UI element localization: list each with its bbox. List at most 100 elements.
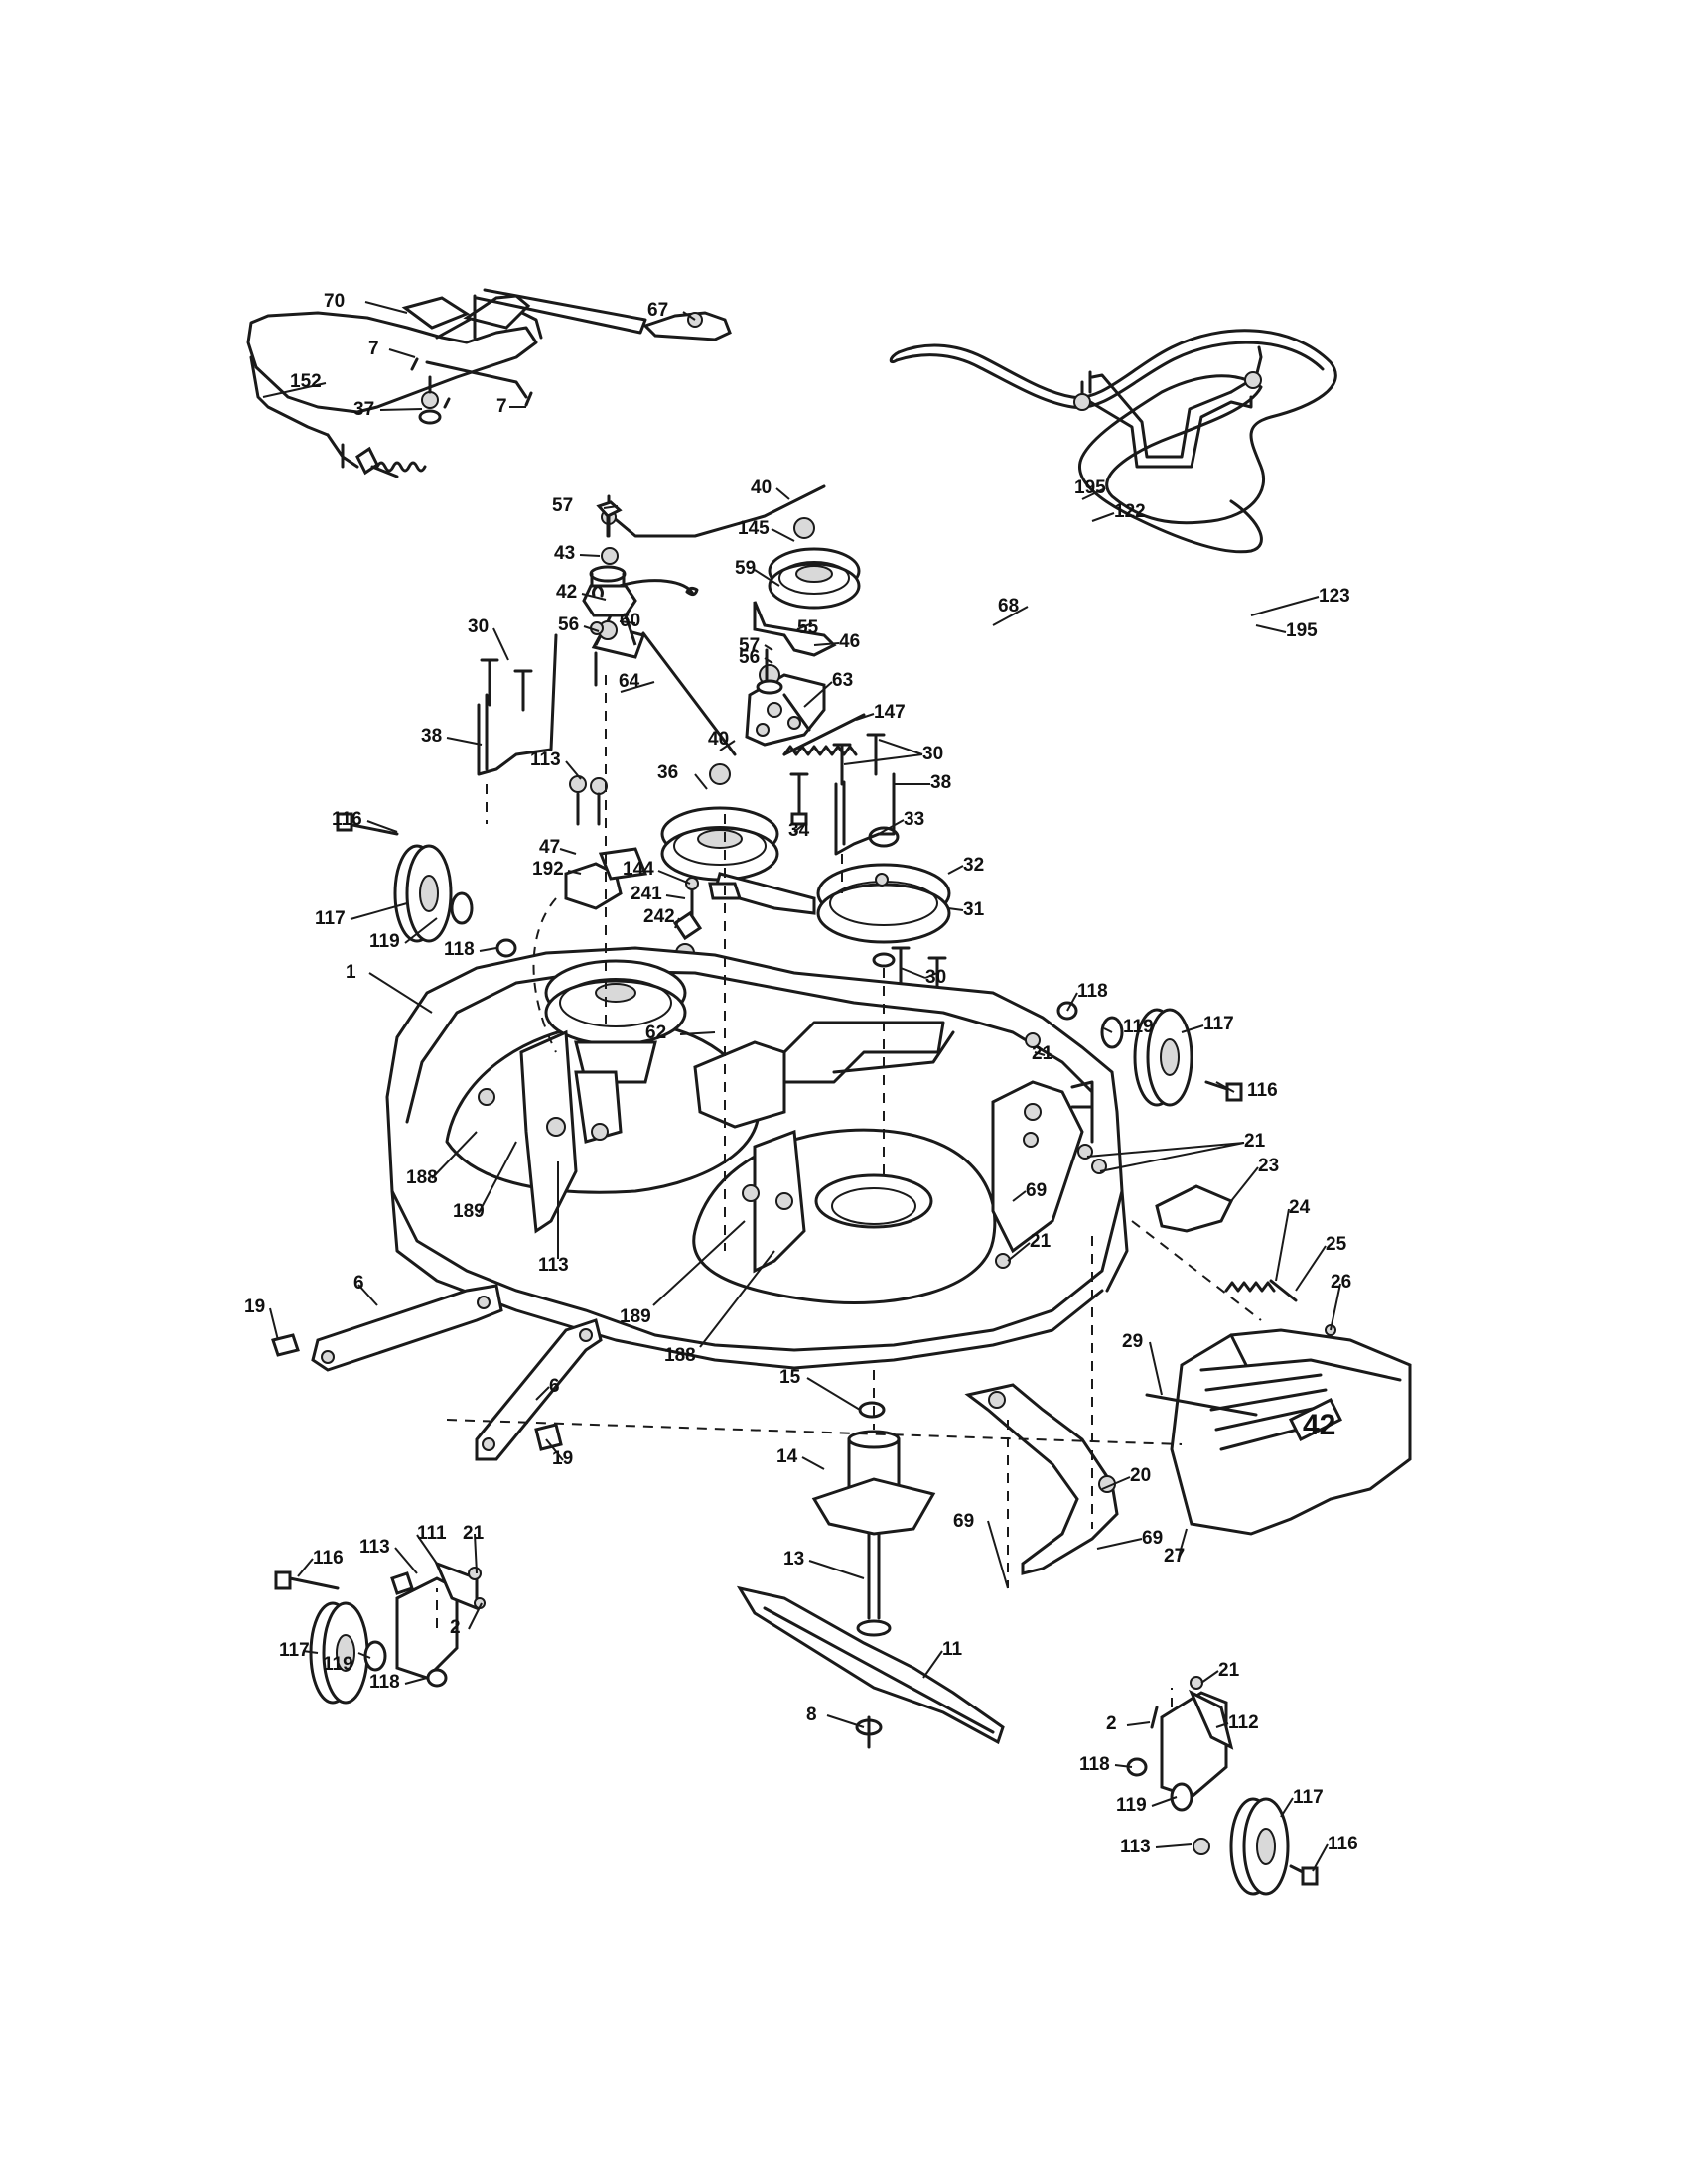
belt-guide-bracket xyxy=(1073,345,1263,469)
callout-label: 1 xyxy=(346,962,356,983)
callout-label: 113 xyxy=(359,1537,390,1558)
center-pulley-36 xyxy=(660,763,816,915)
callout-label: 40 xyxy=(708,729,729,750)
callout-label: 7 xyxy=(368,339,379,359)
callout-label: 57 xyxy=(552,495,573,516)
callout-label: 189 xyxy=(453,1201,485,1222)
callout-label: 21 xyxy=(463,1523,485,1544)
deck-hanger-arm-lower xyxy=(475,1318,603,1461)
callout-label: 24 xyxy=(1289,1197,1311,1218)
callout-labels: 70 67 7 152 37 7 57 40 195 122 43 145 42… xyxy=(244,291,1358,1857)
callout-label: 64 xyxy=(619,671,640,692)
callout-label: 117 xyxy=(279,1640,310,1661)
deck-size-badge: 42 xyxy=(1303,1409,1335,1441)
callout-label: 116 xyxy=(313,1548,344,1569)
callout-label: 6 xyxy=(353,1273,364,1294)
callout-label: 15 xyxy=(779,1367,801,1388)
callout-label: 242 xyxy=(643,906,675,927)
callout-label: 46 xyxy=(839,631,860,652)
callout-label: 59 xyxy=(735,558,756,579)
callout-label: 11 xyxy=(942,1639,963,1660)
wheel-assembly-lower-right xyxy=(1126,1676,1319,1896)
callout-label: 47 xyxy=(539,837,560,858)
deck-left-bracket xyxy=(478,1029,806,1274)
callout-label: 118 xyxy=(444,939,475,960)
callout-label: 188 xyxy=(664,1345,696,1366)
callout-label: 117 xyxy=(315,908,346,929)
callout-label: 2 xyxy=(1106,1713,1117,1734)
lift-handle-assembly xyxy=(246,288,647,478)
callout-label: 19 xyxy=(552,1448,573,1469)
callout-label: 42 xyxy=(556,582,577,603)
callout-label: 40 xyxy=(751,478,772,498)
callout-label: 188 xyxy=(406,1167,438,1188)
deck-right-brackets xyxy=(991,1032,1234,1269)
callout-label: 68 xyxy=(998,596,1019,616)
callout-label: 20 xyxy=(1130,1465,1151,1486)
callout-label: 7 xyxy=(496,396,507,417)
callout-label: 192 xyxy=(532,859,564,880)
callout-label: 144 xyxy=(623,859,654,880)
callout-label: 62 xyxy=(645,1023,666,1043)
callout-label: 63 xyxy=(832,670,853,691)
callout-label: 118 xyxy=(1079,1754,1110,1775)
callout-label: 189 xyxy=(620,1306,651,1327)
callout-label: 116 xyxy=(332,809,362,830)
callout-label: 118 xyxy=(1077,981,1108,1002)
callout-label: 119 xyxy=(1123,1017,1154,1037)
callout-label: 30 xyxy=(468,616,489,637)
callout-label: 6 xyxy=(549,1376,560,1397)
callout-label: 113 xyxy=(1120,1837,1151,1857)
deck-bracket-47 xyxy=(564,775,648,910)
callout-leader-lines xyxy=(262,301,1341,1872)
deck-hanger-arm-upper xyxy=(271,1284,503,1372)
callout-label: 116 xyxy=(1247,1080,1278,1101)
callout-label: 117 xyxy=(1203,1014,1234,1034)
callout-label: 34 xyxy=(788,820,810,841)
callout-label: 116 xyxy=(1328,1834,1358,1854)
callout-label: 119 xyxy=(369,931,400,952)
wheel-assembly-lower-left xyxy=(274,1561,486,1705)
callout-label: 55 xyxy=(797,617,819,638)
callout-label: 14 xyxy=(776,1446,798,1467)
wheel-set-right-upper xyxy=(1056,1001,1243,1107)
callout-label: 113 xyxy=(538,1255,569,1276)
callout-label: 112 xyxy=(1228,1712,1259,1733)
callout-label: 21 xyxy=(1218,1660,1240,1681)
right-pulley-32 xyxy=(816,826,951,968)
callout-label: 118 xyxy=(369,1672,400,1693)
callout-label: 119 xyxy=(323,1654,353,1675)
assembly-guide-lines xyxy=(436,675,1262,1707)
deck-support-bracket xyxy=(964,1383,1119,1575)
callout-label: 69 xyxy=(1142,1528,1163,1549)
callout-label: 2 xyxy=(450,1617,461,1638)
callout-label: 26 xyxy=(1331,1272,1351,1293)
idler-spring xyxy=(782,713,866,756)
idler-arm-plate xyxy=(745,648,826,747)
callout-label: 56 xyxy=(739,647,760,668)
callout-label: 13 xyxy=(783,1549,804,1570)
callout-label: 37 xyxy=(353,399,374,420)
callout-label: 23 xyxy=(1258,1156,1279,1176)
callout-label: 70 xyxy=(324,291,345,312)
callout-label: 21 xyxy=(1032,1043,1053,1064)
callout-label: 57 xyxy=(739,635,760,656)
chute-hardware xyxy=(1145,1279,1336,1417)
blade-bolt xyxy=(855,1715,883,1749)
callout-label: 38 xyxy=(930,772,951,793)
mower-blade xyxy=(736,1585,1005,1745)
callout-label: 111 xyxy=(417,1523,447,1544)
callout-label: 69 xyxy=(953,1511,974,1532)
callout-label: 30 xyxy=(925,967,946,988)
callout-label: 145 xyxy=(738,518,770,539)
callout-label: 43 xyxy=(554,543,575,564)
callout-label: 25 xyxy=(1326,1234,1347,1255)
callout-label: 60 xyxy=(620,611,640,631)
callout-label: 147 xyxy=(874,702,906,723)
callout-label: 69 xyxy=(1026,1180,1047,1201)
callout-label: 32 xyxy=(963,855,984,876)
callout-label: 38 xyxy=(421,726,442,747)
callout-label: 33 xyxy=(904,809,924,830)
callout-label: 152 xyxy=(290,371,322,392)
